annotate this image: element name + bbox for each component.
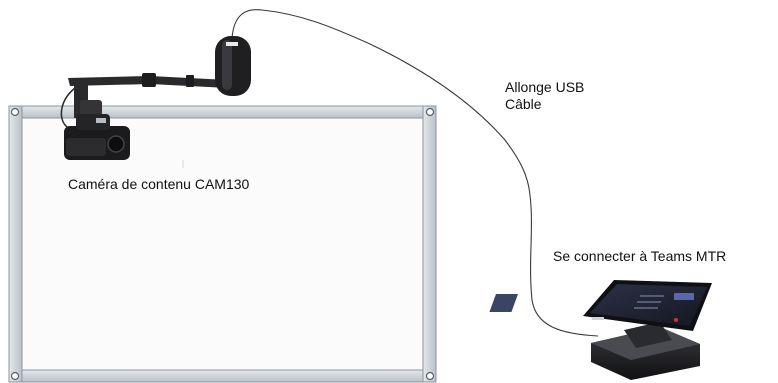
camera-lens-icon bbox=[107, 135, 125, 153]
camera-label: Caméra de contenu CAM130 bbox=[68, 176, 250, 192]
console-stand bbox=[624, 322, 672, 348]
whiteboard-frame-right bbox=[422, 105, 437, 383]
screen-card bbox=[674, 293, 694, 300]
whiteboard bbox=[8, 105, 437, 383]
screen-sidebar bbox=[489, 294, 518, 312]
corner-rivet-icon bbox=[10, 371, 20, 381]
camera-bracket-joint bbox=[80, 100, 102, 116]
whiteboard-frame-left bbox=[8, 105, 23, 383]
camera-face bbox=[66, 138, 106, 156]
arm-collar bbox=[186, 75, 194, 87]
clamp-logo bbox=[226, 42, 238, 46]
teams-room-console-icon bbox=[489, 280, 712, 380]
corner-rivet-icon bbox=[425, 371, 435, 381]
usb-extension-cable bbox=[231, 9, 599, 337]
console-logo bbox=[592, 317, 604, 320]
corner-rivet-icon bbox=[425, 107, 435, 117]
whiteboard-frame-bottom bbox=[8, 369, 437, 383]
cable-label-line1: Allonge USB bbox=[505, 79, 585, 95]
wall-clamp-highlight bbox=[222, 40, 232, 90]
camera-badge bbox=[96, 118, 106, 123]
mtr-label: Se connecter à Teams MTR bbox=[553, 248, 727, 264]
cable-label-line2: Câble bbox=[505, 96, 542, 112]
whiteboard-frame-top bbox=[8, 105, 437, 119]
screen-end-icon bbox=[674, 318, 678, 322]
corner-rivet-icon bbox=[10, 107, 20, 117]
document-camera-icon bbox=[60, 36, 251, 160]
arm-collar bbox=[142, 73, 156, 87]
